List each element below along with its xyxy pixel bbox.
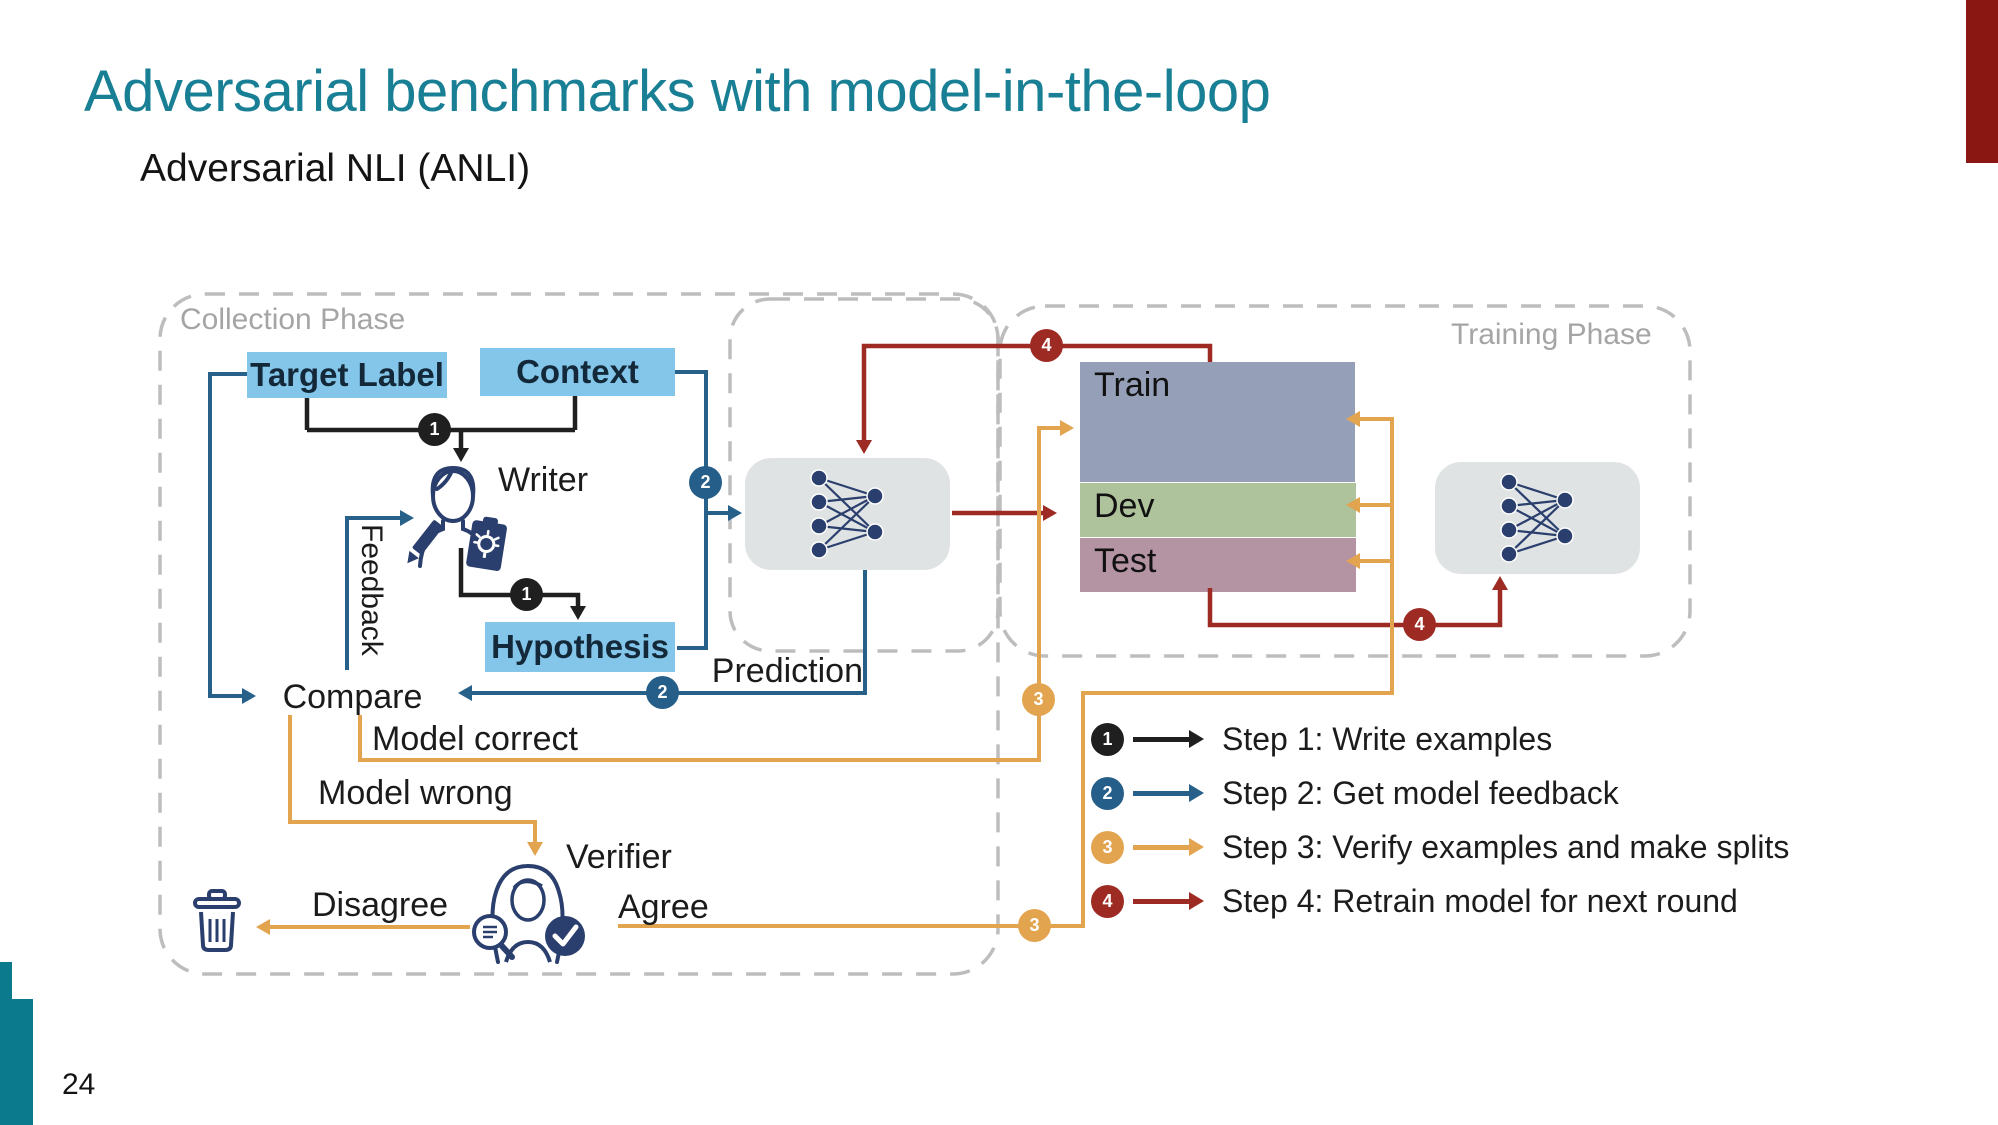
step2-badge: 2 (689, 466, 722, 499)
legend-step3-label: Step 3: Verify examples and make splits (1222, 828, 1790, 865)
test-split-box: Test (1080, 538, 1356, 592)
compare-label: Compare (282, 678, 423, 716)
page-title: Adversarial benchmarks with model-in-the… (84, 59, 1271, 124)
training-phase-label: Training Phase (1451, 318, 1652, 351)
hypothesis-box: Hypothesis (485, 622, 675, 672)
red-arrow-icon (1133, 892, 1204, 910)
writer-icon (407, 465, 507, 571)
hypothesis-text: Hypothesis (491, 628, 669, 665)
target-label-text: Target Label (250, 356, 444, 393)
step1-badge: 1 (418, 413, 451, 446)
legend-step1-badge: 1 (1091, 722, 1124, 756)
train-label: Train (1094, 366, 1171, 404)
step2-badge: 2 (646, 676, 679, 709)
verifier-icon (472, 863, 585, 964)
neural-network-icon (810, 469, 884, 559)
step-legend: 1 Step 1: Write examples 2 Step 2: Get m… (1091, 712, 1789, 928)
model-wrong-label: Model wrong (318, 774, 513, 812)
verifier-label: Verifier (566, 838, 672, 876)
legend-step3-badge: 3 (1091, 830, 1124, 864)
disagree-label: Disagree (312, 886, 449, 924)
orange-arrow-icon (1133, 838, 1204, 856)
legend-row-step1: 1 Step 1: Write examples (1091, 712, 1789, 766)
bottom-left-accent-bar-wide (0, 999, 33, 1125)
writer-label: Writer (498, 461, 589, 499)
step1-badge: 1 (510, 578, 543, 611)
dev-label: Dev (1094, 487, 1155, 525)
step4-badge: 4 (1030, 329, 1063, 362)
legend-step2-label: Step 2: Get model feedback (1222, 774, 1619, 811)
context-text: Context (516, 353, 639, 390)
black-arrow-icon (1133, 730, 1204, 748)
legend-row-step3: 3 Step 3: Verify examples and make split… (1091, 820, 1789, 874)
legend-row-step4: 4 Step 4: Retrain model for next round (1091, 874, 1789, 928)
collection-phase-label: Collection Phase (180, 303, 406, 336)
feedback-label vert: Feedback (355, 524, 388, 656)
step4-badge: 4 (1403, 608, 1436, 641)
context-box: Context (480, 348, 675, 396)
legend-step4-label: Step 4: Retrain model for next round (1222, 882, 1738, 919)
step3-badge: 3 (1022, 683, 1055, 716)
legend-step1-label: Step 1: Write examples (1222, 720, 1553, 757)
dev-split-box: Dev (1080, 483, 1356, 537)
neural-network-icon (1500, 473, 1574, 563)
blue-arrow-icon (1133, 784, 1204, 802)
test-label: Test (1094, 542, 1157, 580)
trash-icon (193, 889, 241, 952)
slide-subtitle: Adversarial NLI (ANLI) (140, 147, 531, 190)
step3-badge: 3 (1018, 909, 1051, 942)
train-split-box: Train (1080, 362, 1355, 482)
legend-step2-badge: 2 (1091, 776, 1124, 810)
agree-label: Agree (618, 888, 709, 926)
legend-step4-badge: 4 (1091, 884, 1124, 918)
model-correct-label: Model correct (372, 720, 578, 758)
page-number: 24 (62, 1068, 96, 1101)
target-label-box: Target Label (247, 352, 447, 398)
top-right-accent-bar (1966, 0, 1998, 163)
prediction-label: Prediction (711, 652, 863, 690)
legend-row-step2: 2 Step 2: Get model feedback (1091, 766, 1789, 820)
